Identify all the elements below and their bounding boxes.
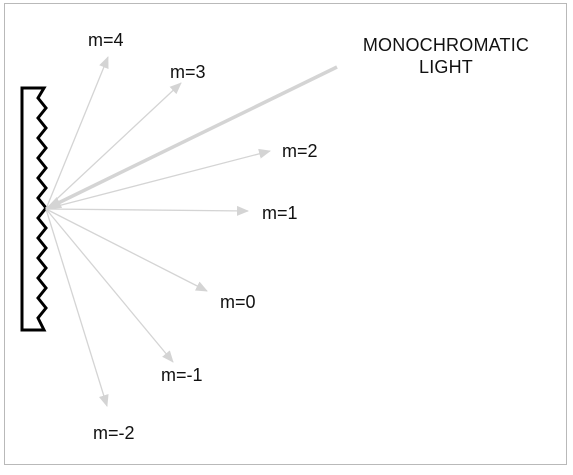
- order-label-m0: m=0: [220, 292, 256, 312]
- order-ray-m0: [45, 208, 208, 292]
- order-label-m-1: m=-1: [161, 365, 203, 385]
- order-label-m1: m=1: [262, 203, 298, 223]
- order-ray-m2: [45, 148, 271, 210]
- order-ray-m-1: [45, 208, 174, 363]
- order-ray-m3: [45, 82, 182, 210]
- diagram-frame: [4, 3, 567, 465]
- order-ray-m-2: [45, 208, 109, 407]
- order-ray-m1: [45, 205, 249, 216]
- order-label-m2: m=2: [282, 141, 318, 161]
- diffraction-grating: [20, 86, 48, 332]
- order-ray-m4: [45, 56, 109, 210]
- source-label-line2: LIGHT: [419, 57, 473, 77]
- incident-light-ray: [45, 65, 338, 211]
- order-label-m4: m=4: [88, 30, 124, 50]
- diffracted-rays: [45, 56, 271, 407]
- order-label-m-2: m=-2: [93, 423, 135, 443]
- source-label-line1: MONOCHROMATIC: [363, 35, 529, 55]
- order-label-m3: m=3: [170, 62, 206, 82]
